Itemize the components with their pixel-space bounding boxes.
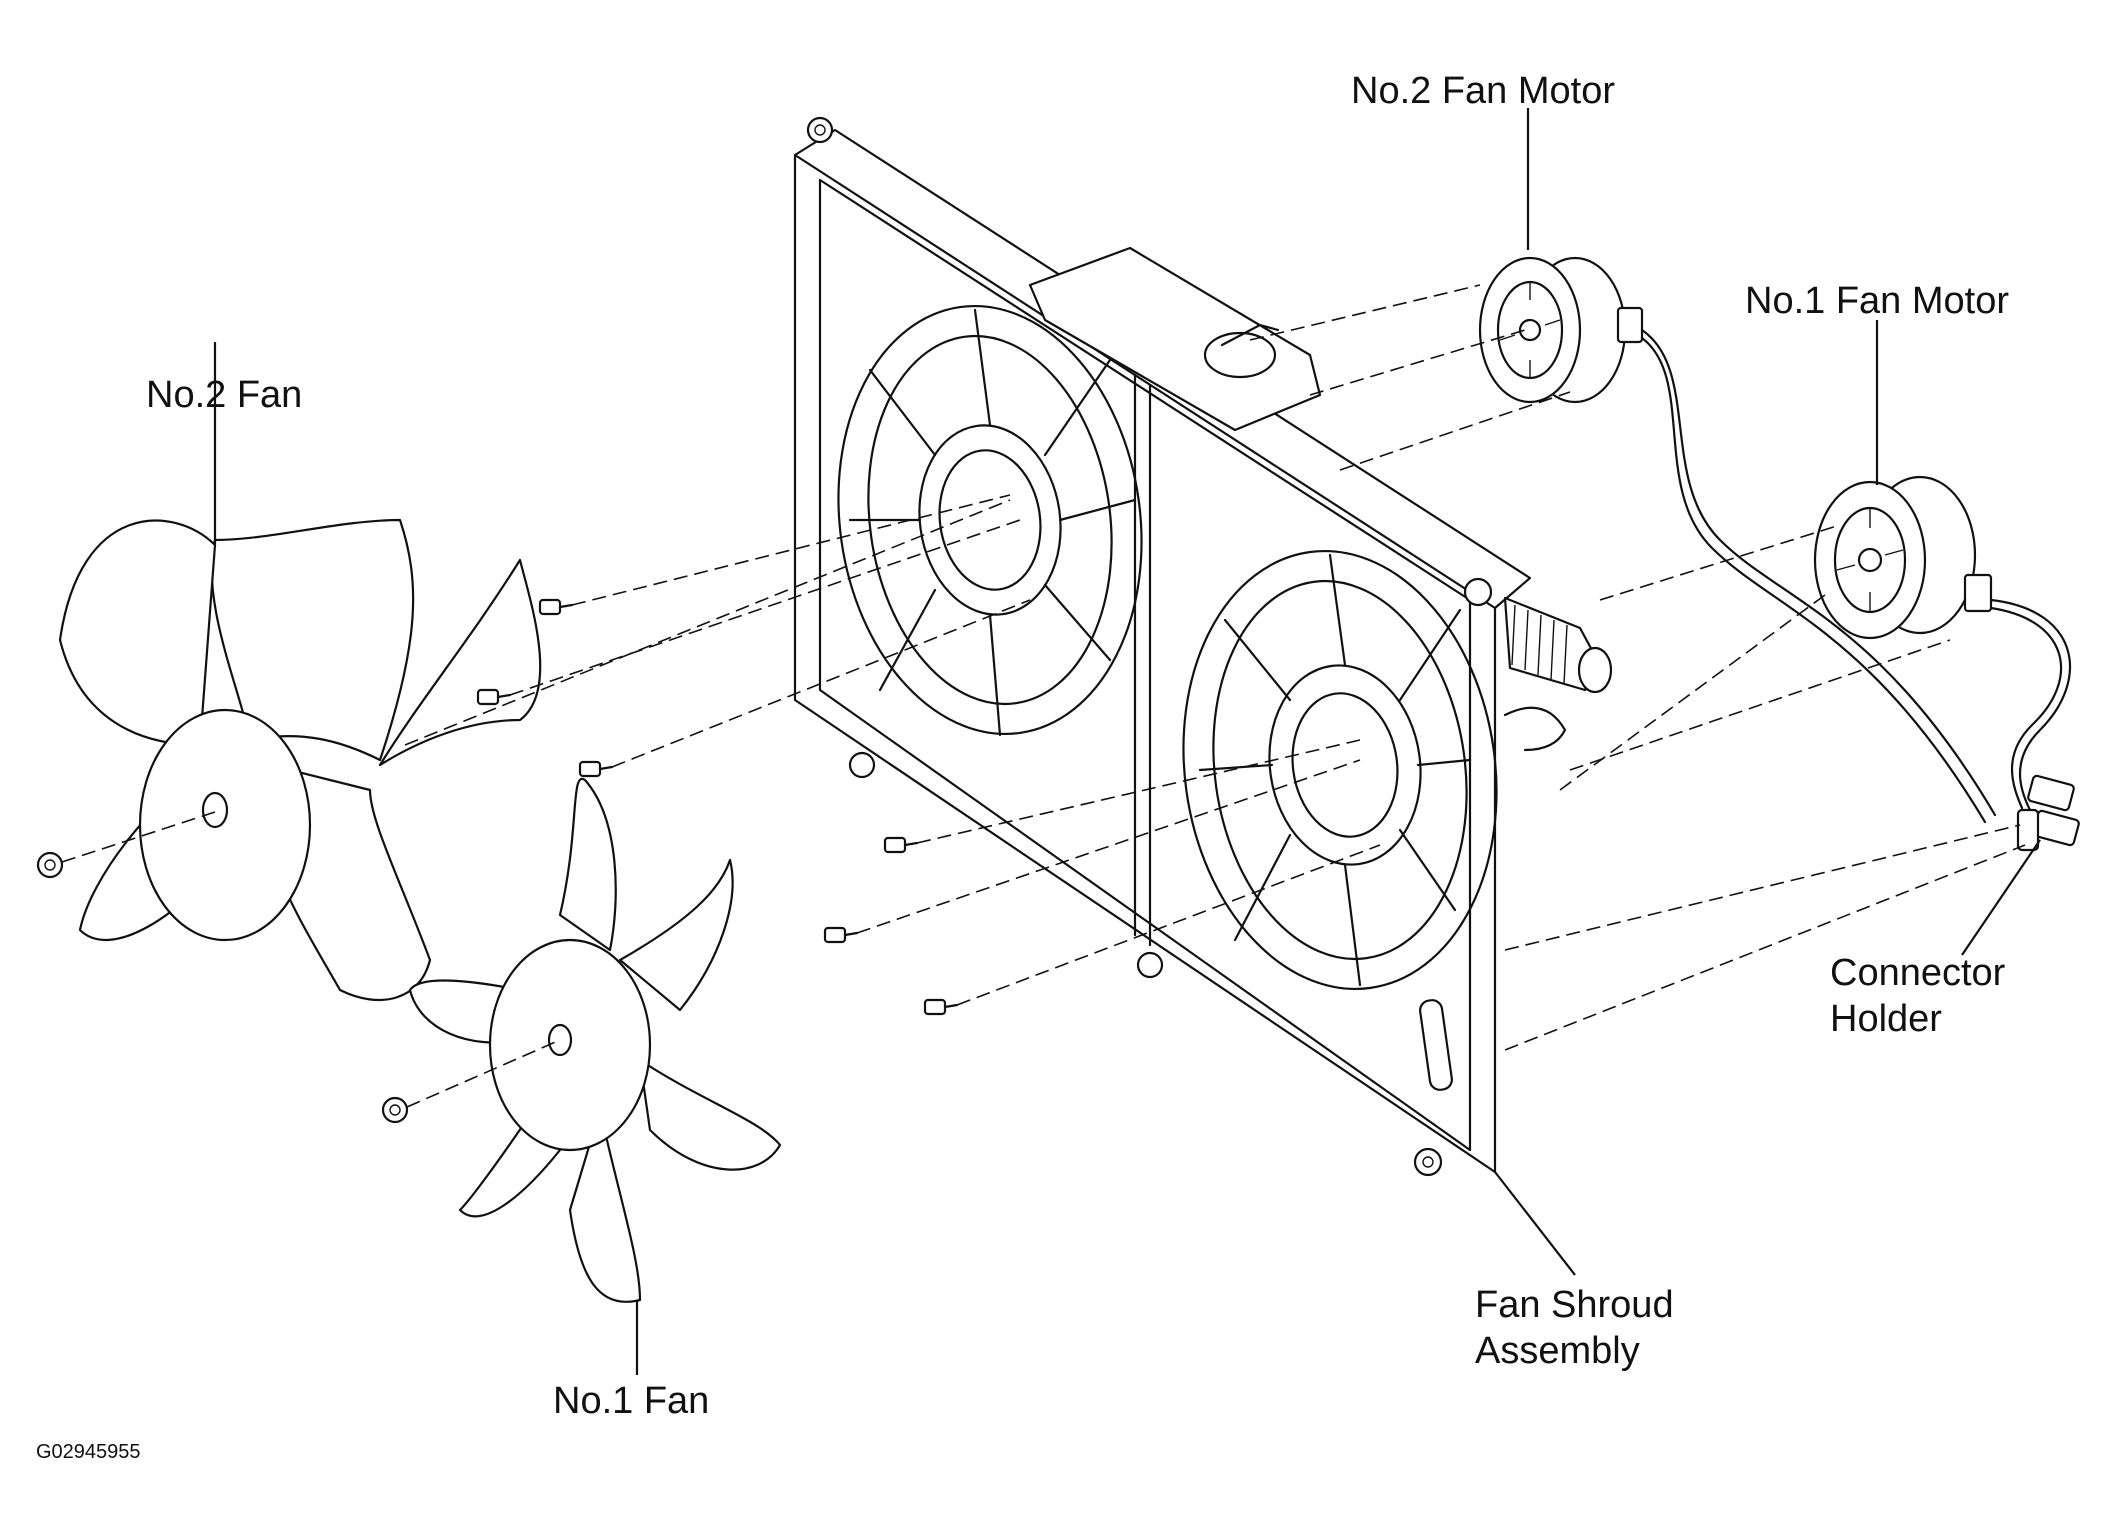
connector-holder [2016, 774, 2080, 852]
fan-shroud-assembly-label: Fan Shroud Assembly [1475, 1282, 1674, 1374]
no2-fan [36, 518, 542, 1002]
fan-shroud-label-line1: Fan Shroud [1475, 1284, 1674, 1326]
no2-fan-motor [1478, 256, 1997, 824]
no2-fan-label: No.2 Fan [146, 374, 303, 416]
no1-fan-motor [1813, 475, 2072, 812]
connector-holder-label-line2: Holder [1830, 998, 1942, 1040]
fan-shroud-label-line2: Assembly [1475, 1330, 1640, 1372]
no1-fan-label: No.1 Fan [553, 1380, 710, 1422]
no2-fan-motor-label: No.2 Fan Motor [1351, 70, 1615, 112]
connector-holder-label: Connector Holder [1830, 950, 2005, 1042]
hose-fitting [1503, 596, 1613, 752]
mounting-bolts [476, 598, 959, 1016]
no1-fan [381, 777, 782, 1303]
figure-code: G02945955 [36, 1441, 141, 1463]
leader-lines [213, 108, 2041, 1375]
assembly-lines [61, 284, 2026, 1108]
connector-holder-label-line1: Connector [1830, 952, 2006, 994]
no1-fan-motor-label: No.1 Fan Motor [1745, 280, 2009, 322]
fan-shroud-assembly [793, 116, 1613, 1177]
